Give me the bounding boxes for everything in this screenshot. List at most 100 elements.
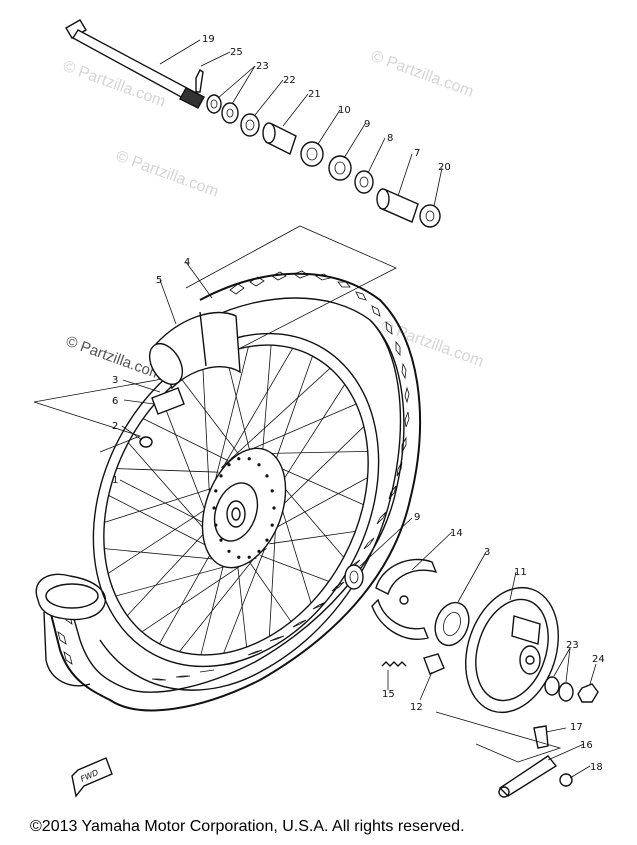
hub-spoke-hole bbox=[257, 549, 261, 553]
spoke bbox=[248, 561, 292, 622]
cam-lever-part bbox=[498, 755, 558, 797]
spoke bbox=[200, 553, 227, 655]
callout-3-lower: 3 bbox=[484, 547, 490, 558]
nut-part bbox=[577, 683, 599, 703]
callout-6: 6 bbox=[112, 396, 118, 407]
callout-16: 16 bbox=[580, 740, 593, 751]
callout-22: 22 bbox=[283, 75, 296, 86]
spoke bbox=[221, 367, 331, 468]
spoke bbox=[275, 477, 368, 529]
hub-spoke-hole bbox=[212, 506, 216, 510]
spoke bbox=[104, 487, 213, 523]
bolt-part bbox=[533, 725, 549, 749]
callout-9: 9 bbox=[364, 119, 370, 130]
callout-14: 14 bbox=[450, 528, 463, 539]
spokes-part bbox=[104, 345, 368, 655]
camshaft-part bbox=[423, 653, 445, 675]
callout-5: 5 bbox=[156, 275, 162, 286]
spoke bbox=[126, 524, 213, 616]
valve-nut-part bbox=[139, 436, 153, 448]
bearing-part bbox=[300, 141, 324, 167]
spoke bbox=[213, 348, 294, 483]
callout-18: 18 bbox=[590, 762, 603, 773]
watermark: © Partzilla.com bbox=[369, 48, 476, 101]
spoke bbox=[209, 346, 249, 501]
callout-23-lower: 23 bbox=[566, 640, 579, 651]
oil-seal-part bbox=[434, 601, 470, 647]
axle-part bbox=[65, 19, 205, 109]
hub-spoke-hole bbox=[219, 474, 223, 478]
hub-spoke-hole bbox=[272, 506, 276, 510]
bearing-part bbox=[328, 155, 352, 181]
spoke bbox=[270, 355, 313, 475]
leader-lines bbox=[33, 39, 443, 453]
valve-part bbox=[151, 387, 185, 415]
hub-spoke-hole bbox=[227, 463, 231, 467]
hub-spoke-hole bbox=[214, 523, 218, 527]
washer-part bbox=[558, 682, 574, 702]
tire-part bbox=[49, 270, 421, 712]
callout-7: 7 bbox=[414, 148, 420, 159]
callout-12: 12 bbox=[410, 702, 423, 713]
callout-9-lower: 9 bbox=[414, 512, 420, 523]
callout-15: 15 bbox=[382, 689, 395, 700]
spoke bbox=[116, 468, 219, 473]
callout-4: 4 bbox=[184, 257, 190, 268]
bearing-part bbox=[344, 564, 364, 590]
spring-part bbox=[381, 661, 407, 667]
callout-10: 10 bbox=[338, 105, 351, 116]
oil-seal-part bbox=[354, 170, 374, 194]
spoke bbox=[261, 345, 272, 463]
tire-cutaway-part bbox=[35, 573, 106, 687]
hub-spoke-hole bbox=[237, 457, 241, 461]
collar-part bbox=[419, 204, 441, 228]
hub-spoke-hole bbox=[214, 489, 218, 493]
collar-part bbox=[240, 113, 260, 137]
callout-11: 11 bbox=[514, 567, 527, 578]
washer-part bbox=[206, 94, 222, 114]
callout-3: 3 bbox=[112, 375, 118, 386]
callout-1: 1 bbox=[112, 475, 118, 486]
callout-8: 8 bbox=[387, 133, 393, 144]
spoke bbox=[143, 418, 228, 461]
spoke bbox=[275, 384, 346, 492]
spoke bbox=[260, 555, 329, 582]
callout-20: 20 bbox=[438, 162, 451, 173]
hub-spoke-hole bbox=[227, 549, 231, 553]
brake-plate-part bbox=[465, 586, 559, 714]
watermark: © Partzilla.com bbox=[61, 58, 168, 111]
hub-spoke-hole bbox=[270, 489, 274, 493]
tube-part bbox=[148, 311, 241, 390]
hub-spoke-hole bbox=[257, 463, 261, 467]
spoke bbox=[224, 352, 252, 456]
callout-24: 24 bbox=[592, 654, 605, 665]
nut-part bbox=[559, 773, 573, 787]
callout-21: 21 bbox=[308, 89, 321, 100]
callout-19: 19 bbox=[202, 34, 215, 45]
callout-17: 17 bbox=[570, 722, 583, 733]
spoke bbox=[236, 560, 248, 648]
washer-part bbox=[544, 676, 560, 696]
hub-spoke-hole bbox=[247, 555, 251, 559]
hub-spoke-hole bbox=[219, 538, 223, 542]
spoke bbox=[277, 426, 365, 510]
callout-labels: 19 25 23 22 21 10 9 8 7 20 4 5 3 6 2 1 9… bbox=[112, 34, 605, 773]
callout-23: 23 bbox=[256, 61, 269, 72]
copyright-text: ©2013 Yamaha Motor Corporation, U.S.A. A… bbox=[30, 818, 465, 835]
hub-spoke-hole bbox=[270, 523, 274, 527]
cotter-pin-part bbox=[195, 68, 204, 93]
hub-spoke-hole bbox=[265, 538, 269, 542]
leader-lines bbox=[119, 261, 597, 779]
spoke bbox=[269, 531, 356, 545]
forward-arrow-icon: FWD bbox=[71, 757, 113, 798]
brake-shoe-part bbox=[371, 558, 438, 640]
hub-part bbox=[201, 447, 287, 569]
watermark: © Partzilla.com bbox=[114, 148, 221, 201]
hub-spoke-hole bbox=[237, 555, 241, 559]
hub-spoke-hole bbox=[247, 457, 251, 461]
callout-25: 25 bbox=[230, 47, 243, 58]
hub-spoke-hole bbox=[265, 474, 269, 478]
callout-2: 2 bbox=[112, 421, 118, 432]
spoke bbox=[180, 378, 240, 455]
